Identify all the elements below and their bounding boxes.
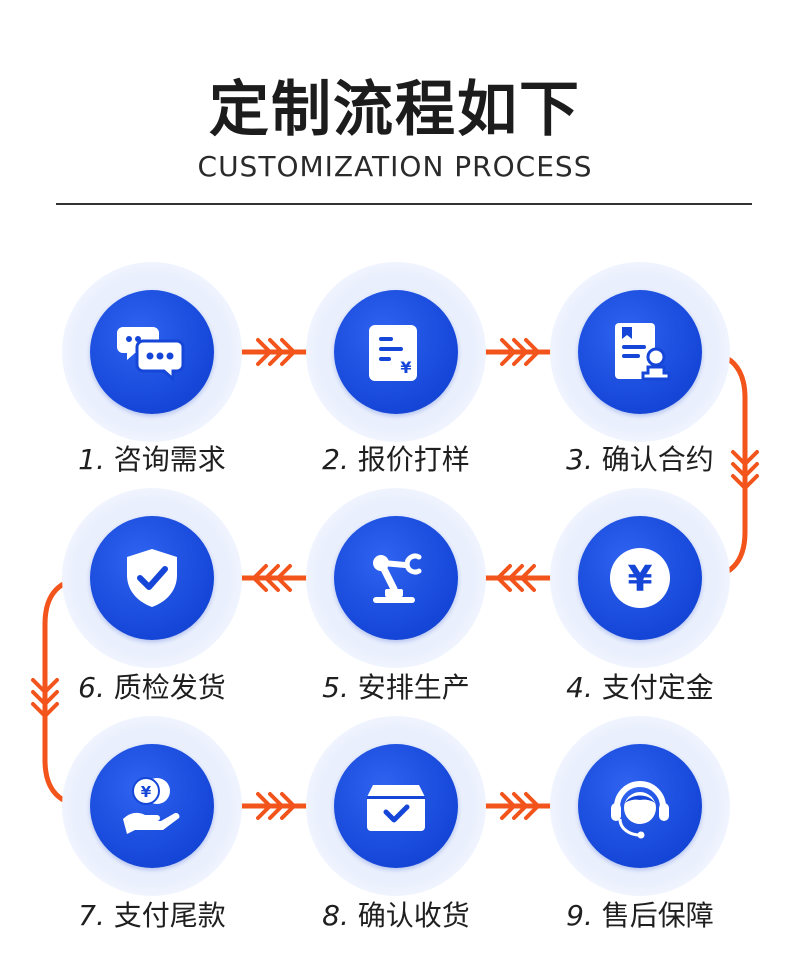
step-8 (306, 716, 486, 896)
step-1 (62, 262, 242, 442)
yen-coin-icon: ¥ (610, 548, 670, 608)
page-subtitle: CUSTOMIZATION PROCESS (197, 150, 593, 183)
step-4-label: 4. 支付定金 (566, 671, 714, 704)
step-6 (62, 488, 242, 668)
step-7-label: 7. 支付尾款 (78, 899, 226, 932)
step-1-label: 1. 咨询需求 (78, 443, 226, 476)
chevrons-right-2 (500, 338, 540, 366)
chat-bubbles-icon (117, 327, 185, 383)
step-2-label: 2. 报价打样 (322, 443, 470, 476)
chevrons-down-left (31, 678, 59, 718)
quote-document-icon: ¥ (369, 325, 417, 381)
step-7: ¥ (62, 716, 242, 896)
step-5 (306, 488, 486, 668)
robot-arm-icon (373, 553, 422, 603)
box-check-icon (367, 785, 425, 831)
svg-text:¥: ¥ (400, 358, 411, 377)
step-2: ¥ (306, 262, 486, 442)
chevrons-right-3 (256, 792, 296, 820)
chevrons-left-1 (496, 564, 536, 592)
step-3 (550, 262, 730, 442)
chevrons-left-2 (252, 564, 292, 592)
hand-coins-icon: ¥ (123, 777, 180, 834)
page-title: 定制流程如下 (209, 75, 581, 145)
step-4: ¥ (550, 488, 730, 668)
svg-text:¥: ¥ (627, 559, 652, 600)
step-6-label: 6. 质检发货 (78, 671, 226, 704)
step-8-label: 8. 确认收货 (322, 899, 470, 932)
step-5-label: 5. 安排生产 (322, 671, 470, 704)
chevrons-right-1 (256, 338, 296, 366)
chevrons-right-4 (500, 792, 540, 820)
svg-text:¥: ¥ (141, 783, 152, 801)
step-3-label: 3. 确认合约 (566, 443, 714, 476)
step-9 (550, 716, 730, 896)
chevrons-down-right (731, 450, 759, 490)
title-divider (56, 203, 752, 205)
shield-check-icon (127, 549, 177, 607)
headset-icon (611, 781, 669, 839)
contract-stamp-icon (615, 323, 671, 381)
step-9-label: 9. 售后保障 (566, 899, 714, 932)
